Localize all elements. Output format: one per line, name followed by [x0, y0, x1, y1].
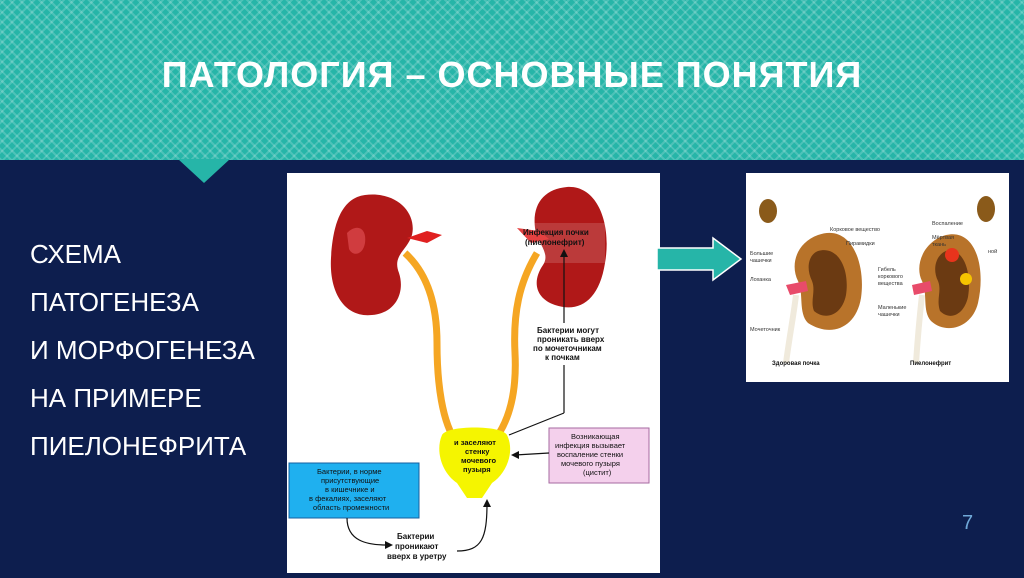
ascend-label: к почкам: [545, 353, 580, 362]
infection-label: (пиелонефрит): [525, 238, 585, 247]
perineum-label: в кишечнике и: [325, 485, 375, 494]
pathogenesis-svg: Инфекция почки (пиелонефрит) Бактерии мо…: [288, 186, 650, 561]
right-arrow-icon: [656, 236, 743, 282]
label: Лоханка: [750, 277, 772, 283]
bladder-label: и заселяют: [454, 438, 496, 447]
label: Маленькие: [878, 305, 906, 311]
morphology-svg: Большие чашечки Лоханка Мочеточник Корко…: [750, 196, 997, 367]
urethra-arrowhead: [385, 541, 393, 549]
mini-kidney: [977, 196, 995, 222]
right-kidney: [515, 186, 607, 308]
pyelonephritis-medulla: [935, 250, 970, 316]
urethra-label: проникают: [395, 542, 438, 551]
lead-line: НА ПРИМЕРЕ: [30, 383, 202, 413]
perineum-label: присутствующие: [321, 476, 379, 485]
ascend-label: проникать вверх: [537, 335, 605, 344]
lead-line: ПАТОГЕНЕЗА: [30, 287, 199, 317]
pyelonephritis-caption: Пиелонефрит: [910, 360, 951, 367]
label: вещества: [878, 281, 904, 287]
urethra-up-path: [456, 502, 488, 552]
urethra-arrow-path: [346, 517, 388, 546]
label: Гибель: [878, 267, 896, 273]
cystitis-label: инфекция вызывает: [555, 441, 626, 450]
lead-text: СХЕМА ПАТОГЕНЕЗА И МОРФОГЕНЕЗА НА ПРИМЕР…: [30, 230, 255, 470]
cystitis-arrow: [514, 452, 550, 456]
pathogenesis-diagram: Инфекция почки (пиелонефрит) Бактерии мо…: [287, 173, 660, 573]
lead-line: СХЕМА: [30, 239, 121, 269]
label: Большие: [750, 251, 773, 257]
cystitis-label: мочевого пузыря: [561, 459, 620, 468]
bladder-label: стенку: [465, 447, 490, 456]
label: Мёртвая: [932, 235, 954, 241]
ascend-label: по мочеточникам: [533, 344, 602, 353]
cystitis-label: (цистит): [583, 468, 612, 477]
ascend-label: Бактерии могут: [537, 326, 599, 335]
cystitis-box: [548, 427, 650, 484]
header-band: [0, 0, 1024, 160]
label: коркового: [878, 274, 903, 280]
mini-kidney: [759, 199, 777, 223]
slide-title: ПАТОЛОГИЯ – ОСНОВНЫЕ ПОНЯТИЯ: [161, 54, 863, 95]
label: ткань: [932, 242, 946, 248]
cystitis-label: Возникающая: [571, 432, 620, 441]
healthy-kidney-medulla: [808, 250, 847, 316]
urethra-label: вверх в уретру: [387, 552, 447, 561]
ascend-connector: [508, 412, 565, 436]
urethra-label: Бактерии: [397, 532, 434, 541]
label: Пирамидки: [846, 241, 875, 247]
label: чашечки: [750, 258, 772, 264]
label: Корковое вещество: [830, 227, 880, 233]
healthy-caption: Здоровая почка: [772, 361, 820, 367]
lead-line: ПИЕЛОНЕФРИТА: [30, 431, 247, 461]
label: Мочеточник: [750, 327, 781, 333]
pyelonephritis-ureter: [913, 294, 925, 364]
bladder-label: мочевого: [461, 456, 496, 465]
perineum-label: в фекалиях, заселяют: [309, 494, 387, 503]
inflammation-spot: [945, 248, 959, 262]
bladder-label: пузыря: [463, 465, 491, 474]
urethra-up-arrowhead: [483, 499, 491, 507]
ascend-arrowhead: [560, 249, 568, 257]
lead-line: И МОРФОГЕНЕЗА: [30, 335, 255, 365]
left-kidney: [330, 194, 442, 316]
label: ной: [988, 248, 997, 255]
perineum-box: [288, 462, 420, 519]
infection-label: Инфекция почки: [523, 228, 589, 237]
header-notch: [178, 159, 230, 183]
bladder: [439, 427, 511, 498]
cystitis-label: воспаление стенки: [557, 450, 623, 459]
healthy-pelvis: [786, 281, 808, 295]
left-ureter: [402, 250, 460, 446]
page-number: 7: [962, 512, 974, 534]
label: чашечки: [878, 312, 900, 318]
perineum-label: область промежности: [313, 503, 389, 512]
healthy-ureter: [783, 294, 799, 364]
pyelonephritis-pelvis: [912, 281, 932, 295]
cystitis-arrowhead: [511, 451, 519, 459]
label: Воспаление: [932, 221, 963, 227]
pus-spot: [960, 273, 972, 285]
perineum-label: Бактерии, в норме: [317, 467, 382, 476]
right-ureter: [489, 251, 541, 446]
morphology-diagram: Большие чашечки Лоханка Мочеточник Корко…: [746, 173, 1009, 382]
